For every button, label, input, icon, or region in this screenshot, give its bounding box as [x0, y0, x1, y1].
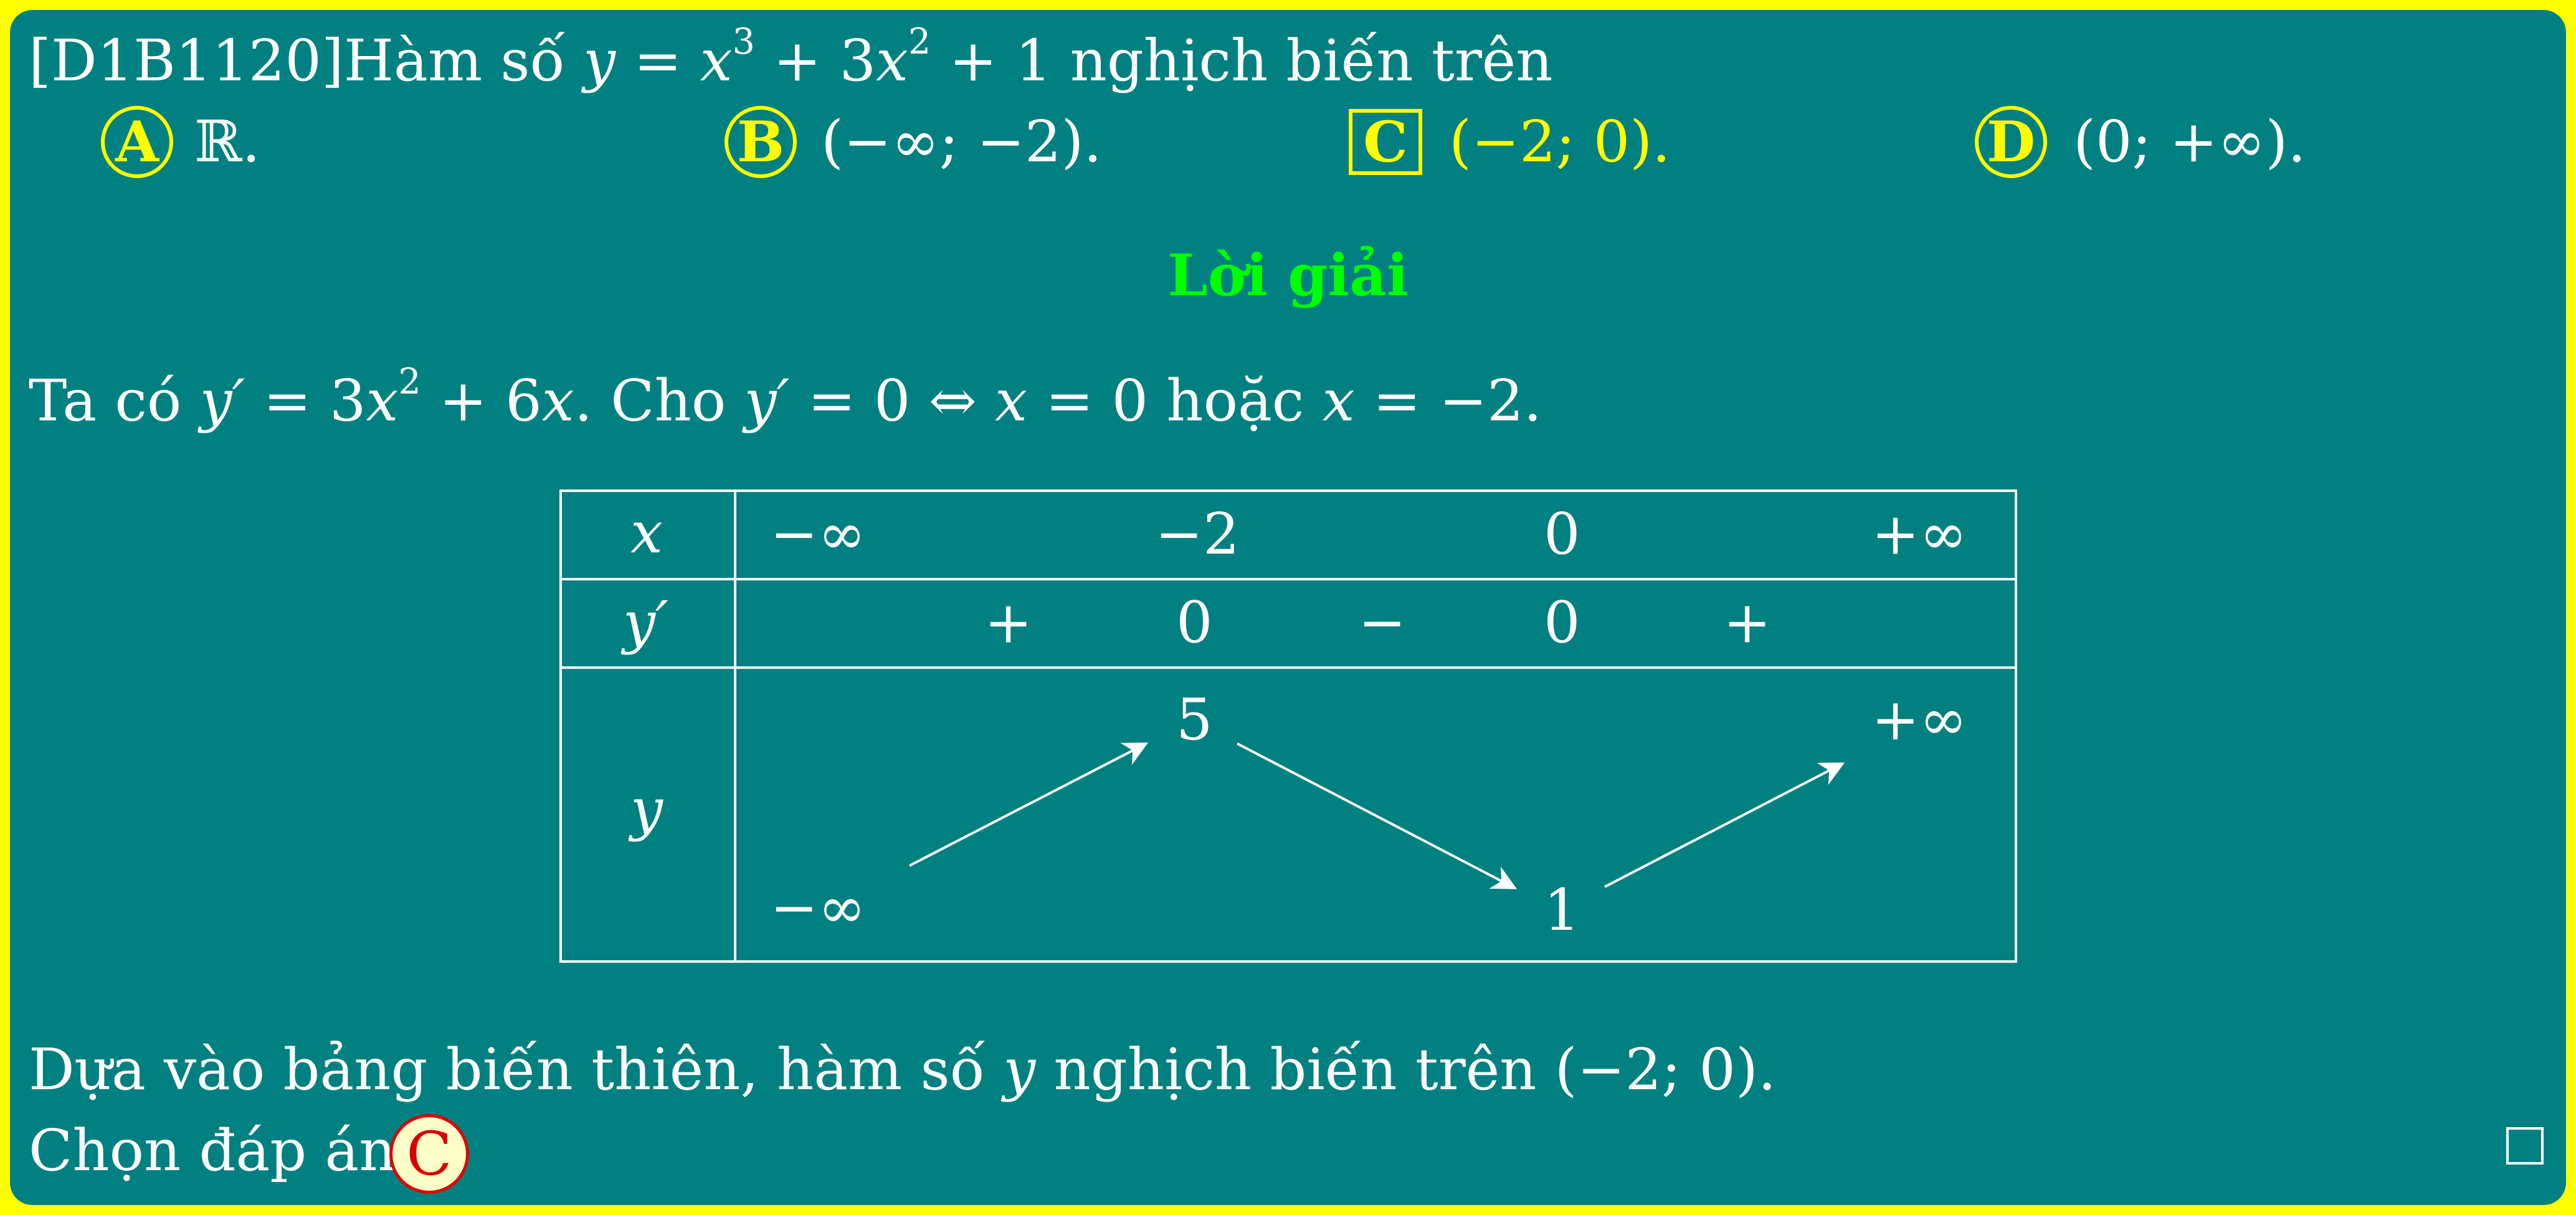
yprime-sign: + — [984, 589, 1033, 656]
row-label-yprime: y′ — [623, 589, 668, 656]
x-value: 0 — [1544, 501, 1580, 567]
decreasing-arrow — [1237, 742, 1518, 889]
table-border-bottom — [559, 960, 2017, 963]
choose-answer-label: Chọn đáp án — [29, 1117, 396, 1184]
option-c-badge[interactable]: C — [1349, 109, 1422, 175]
function-expression: y = x3 + 3x2 + 1 — [583, 21, 1052, 94]
y-value-min: 1 — [1544, 877, 1580, 943]
solution-card — [10, 10, 2566, 1205]
qed-square-icon — [2506, 1127, 2544, 1165]
option-d-text[interactable]: (0; +∞). — [2073, 108, 2306, 175]
table-divider-row2 — [559, 666, 2017, 669]
yprime-sign: + — [1723, 589, 1772, 656]
derivative-line: Ta có y′ = 3x2 + 6x. Cho y′ = 0 ⇔ x = 0 … — [29, 361, 1542, 434]
table-border-right — [2015, 489, 2017, 963]
x-value: +∞ — [1871, 501, 1967, 567]
question-text: Hàm số — [343, 27, 565, 94]
option-b-badge[interactable]: B — [725, 106, 797, 178]
table-divider-row1 — [559, 578, 2017, 580]
option-a-text[interactable]: ℝ. — [194, 108, 260, 175]
table-border-left — [559, 489, 562, 963]
table-divider-vertical — [734, 489, 736, 963]
option-d-badge[interactable]: D — [1975, 106, 2047, 178]
y-value-start: −∞ — [770, 874, 866, 941]
option-a-badge[interactable]: A — [101, 106, 173, 178]
y-value-end: +∞ — [1871, 686, 1967, 753]
question-suffix: nghịch biến trên — [1070, 27, 1553, 94]
question-line: [D1B1120]Hàm số y = x3 + 3x2 + 1 nghịch … — [29, 24, 1553, 90]
option-c-text[interactable]: (−2; 0). — [1449, 108, 1671, 175]
yprime-sign: − — [1358, 589, 1407, 656]
increasing-arrow-1 — [909, 742, 1149, 867]
solution-heading: Lời giải — [1167, 242, 1409, 309]
y-value-max: 5 — [1176, 686, 1213, 753]
answer-badge: C — [389, 1114, 469, 1194]
increasing-arrow-2 — [1604, 762, 1845, 888]
yprime-sign: 0 — [1544, 589, 1580, 656]
yprime-sign: 0 — [1176, 589, 1213, 656]
row-label-x: x — [630, 499, 663, 566]
x-value: −2 — [1155, 501, 1240, 567]
conclusion-line: Dựa vào bảng biến thiên, hàm số y nghịch… — [29, 1036, 1777, 1103]
question-id: [D1B1120] — [29, 27, 344, 94]
x-value: −∞ — [770, 501, 866, 567]
row-label-y: y — [630, 776, 663, 843]
option-b-text[interactable]: (−∞; −2). — [821, 108, 1102, 175]
table-border-top — [559, 489, 2017, 492]
